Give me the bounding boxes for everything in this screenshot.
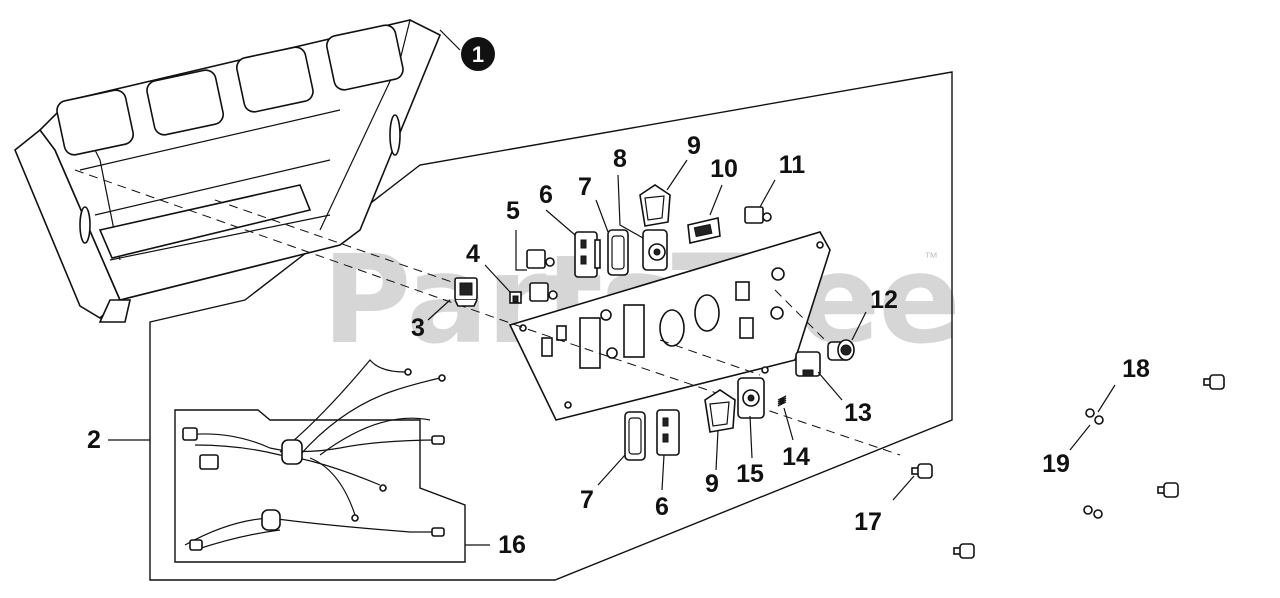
washer-nut-loose bbox=[1083, 505, 1103, 519]
callout-2: 2 bbox=[87, 426, 101, 454]
breaker-part-13 bbox=[795, 351, 821, 377]
receptacle-cover-upper bbox=[639, 184, 671, 227]
breaker-part-lower bbox=[529, 282, 558, 302]
alignment-line-a bbox=[74, 169, 901, 456]
wiring-harness-part bbox=[182, 359, 446, 551]
callout-13: 13 bbox=[844, 399, 872, 427]
receptacle-cover-lower bbox=[704, 389, 736, 433]
callout-4: 4 bbox=[466, 240, 480, 268]
outlet-cover-upper bbox=[607, 229, 629, 276]
rocker-switch-part bbox=[454, 277, 478, 307]
callout-6-lower: 6 bbox=[655, 493, 669, 521]
subassembly-frame bbox=[149, 71, 953, 581]
alignment-line-b bbox=[214, 199, 476, 291]
callout-16: 16 bbox=[498, 531, 526, 559]
callout-8: 8 bbox=[613, 145, 627, 173]
callout-15: 15 bbox=[736, 460, 764, 488]
washer-nut-18-19 bbox=[1085, 408, 1104, 425]
callout-19: 19 bbox=[1042, 450, 1070, 478]
watermark-trademark: ™ bbox=[924, 249, 938, 265]
breaker-part-upper bbox=[526, 249, 555, 269]
callout-12: 12 bbox=[870, 286, 898, 314]
callout-9-upper: 9 bbox=[687, 132, 701, 160]
small-switch-part bbox=[509, 291, 522, 304]
hour-meter-part bbox=[687, 217, 721, 244]
bolt-loose-2 bbox=[1157, 482, 1179, 498]
callout-7-lower: 7 bbox=[580, 486, 594, 514]
outlet-cover-lower bbox=[624, 411, 646, 461]
callout-1-circle bbox=[461, 37, 495, 71]
spring-part bbox=[777, 395, 787, 407]
outlet-part-upper bbox=[574, 231, 601, 278]
callout-3: 3 bbox=[411, 314, 425, 342]
leader-lines bbox=[108, 29, 1116, 546]
alignment-line-c bbox=[659, 339, 761, 376]
bolt-loose-1 bbox=[1203, 374, 1225, 390]
outlet-part-lower bbox=[656, 409, 680, 456]
dc-socket-part bbox=[827, 339, 855, 361]
bolt-17 bbox=[911, 463, 933, 479]
twist-lock-receptacle bbox=[642, 229, 668, 271]
alignment-line-d bbox=[774, 289, 831, 346]
callout-6-upper: 6 bbox=[539, 181, 553, 209]
callout-9-lower: 9 bbox=[705, 470, 719, 498]
control-panel-plate bbox=[508, 231, 831, 421]
callout-11: 11 bbox=[779, 151, 806, 179]
harness-inset-frame bbox=[174, 409, 466, 563]
callout-7-upper: 7 bbox=[578, 173, 592, 201]
handle-frame-part bbox=[14, 19, 442, 323]
receptacle-part-15 bbox=[737, 377, 765, 419]
callout-14: 14 bbox=[782, 443, 810, 471]
callout-1: 1 bbox=[472, 42, 484, 67]
callout-18: 18 bbox=[1122, 355, 1150, 383]
callout-10: 10 bbox=[710, 155, 738, 183]
breaker-part-11 bbox=[744, 206, 772, 224]
callout-5: 5 bbox=[506, 197, 520, 225]
callout-17: 17 bbox=[854, 508, 882, 536]
bolt-loose-3 bbox=[953, 543, 975, 559]
